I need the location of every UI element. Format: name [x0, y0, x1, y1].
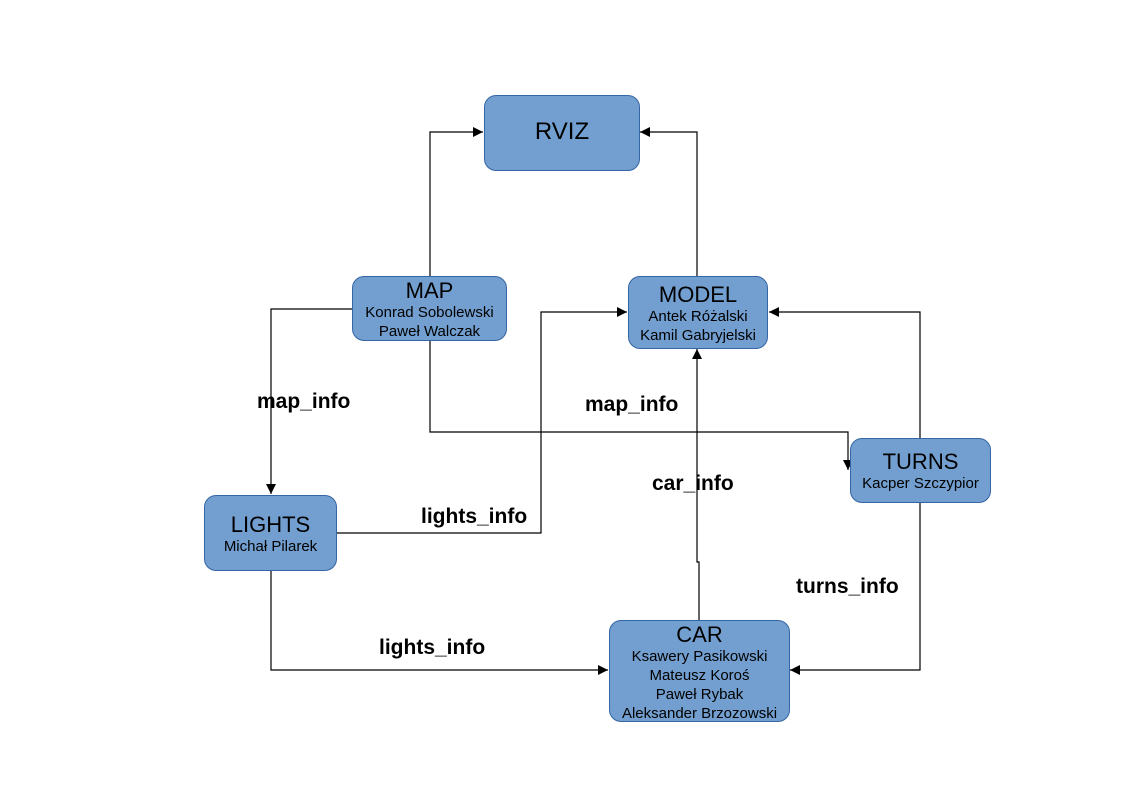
node-map: MAP Konrad Sobolewski Paweł Walczak	[352, 276, 507, 341]
edge-map-lights	[266, 308, 352, 494]
node-member: Mateusz Koroś	[649, 667, 750, 684]
node-turns: TURNS Kacper Szczypior	[850, 438, 991, 503]
node-title: RVIZ	[534, 118, 590, 145]
node-title: MAP	[405, 278, 454, 303]
edge-label-turns-car: turns_info	[796, 575, 899, 598]
edge-model-rviz	[640, 127, 698, 276]
node-model: MODEL Antek Różalski Kamil Gabryjelski	[628, 276, 768, 349]
node-car: CAR Ksawery Pasikowski Mateusz Koroś Paw…	[609, 620, 790, 722]
node-member: Paweł Walczak	[378, 323, 481, 340]
edge-lights-model	[337, 307, 627, 534]
node-rviz: RVIZ	[484, 95, 640, 171]
edge-label-map-turns: map_info	[585, 393, 679, 416]
node-lights: LIGHTS Michał Pilarek	[204, 495, 337, 571]
edge-label-map-lights: map_info	[257, 390, 351, 413]
edge-car-model	[692, 349, 702, 620]
node-member: Kamil Gabryjelski	[640, 327, 756, 344]
node-title: LIGHTS	[230, 512, 311, 537]
node-title: MODEL	[658, 282, 738, 307]
edge-label-lights-model: lights_info	[421, 505, 528, 528]
edge-lights-car	[270, 571, 608, 675]
node-member: Konrad Sobolewski	[365, 304, 494, 321]
node-title: TURNS	[882, 449, 959, 474]
edge-label-car-model: car_info	[652, 472, 734, 495]
node-member: Paweł Rybak	[655, 686, 744, 703]
edge-turns-model	[769, 307, 921, 438]
edge-map-rviz	[429, 127, 483, 276]
node-member: Kacper Szczypior	[862, 475, 979, 492]
edge-label-lights-car: lights_info	[379, 636, 486, 659]
edge-turns-car	[790, 503, 921, 675]
node-member: Ksawery Pasikowski	[631, 648, 768, 665]
node-title: CAR	[676, 622, 723, 647]
node-member: Antek Różalski	[648, 308, 748, 325]
edge-map-turns	[429, 341, 853, 470]
node-member: Aleksander Brzozowski	[621, 705, 778, 722]
node-member: Michał Pilarek	[223, 538, 318, 555]
